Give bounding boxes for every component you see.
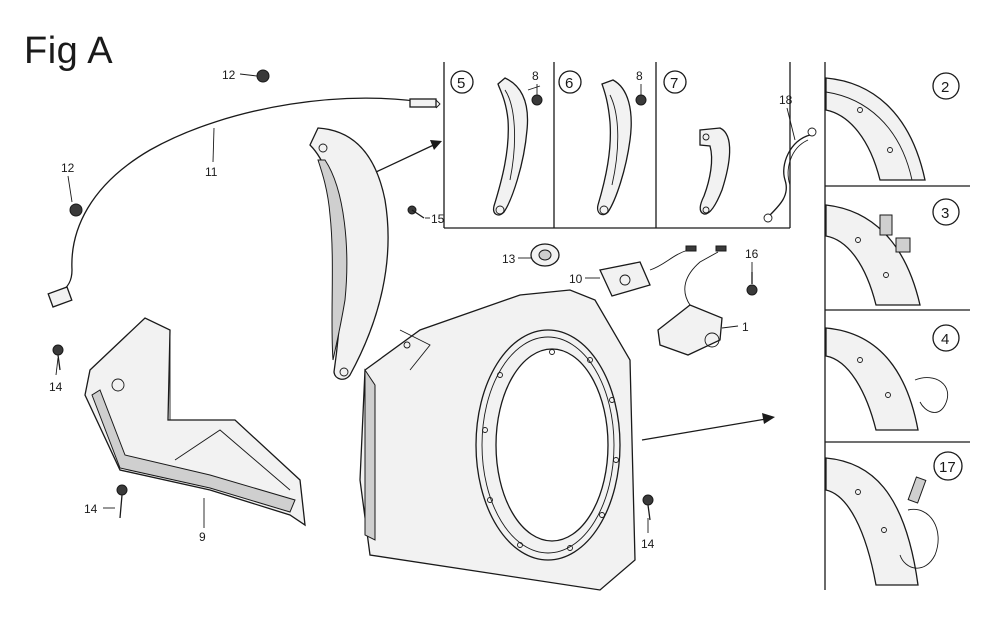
- bolt-16: [746, 272, 758, 296]
- housing-detail-17: [825, 457, 939, 586]
- housing-detail-3: [825, 204, 921, 306]
- recoil-guide-variant-6: [596, 79, 647, 216]
- housing-detail-2: [825, 77, 926, 181]
- callout-18: 18: [779, 93, 793, 107]
- control-cable: [47, 69, 441, 308]
- inset-label-2: 2: [932, 72, 960, 100]
- bolt-14-left-bottom: [116, 484, 128, 519]
- callout-14-left-bottom: 14: [84, 502, 98, 516]
- recoil-guide-variant-5: [492, 77, 543, 216]
- callout-9: 9: [199, 530, 206, 544]
- inset-label-3: 3: [932, 198, 960, 226]
- bolt-14-left-top: [52, 344, 64, 371]
- inset-group-top: [443, 62, 791, 229]
- switch-10: [599, 245, 697, 297]
- inset-label-7: 7: [663, 70, 687, 94]
- svg-text:4: 4: [941, 331, 949, 348]
- inset-label-6: 6: [558, 70, 582, 94]
- housing-detail-4: [825, 327, 949, 431]
- callout-11: 11: [205, 165, 218, 179]
- inset-label-4: 4: [932, 324, 960, 352]
- callout-1: 1: [742, 320, 749, 334]
- callout-15: 15: [431, 212, 445, 226]
- figure-title: Fig A: [24, 30, 114, 72]
- inset-label-17: 17: [933, 451, 963, 481]
- bolt-14-right: [642, 494, 654, 521]
- grommet-13: [530, 243, 560, 267]
- svg-text:7: 7: [670, 75, 678, 92]
- inset-label-5: 5: [450, 70, 474, 94]
- callout-8-inset5: 8: [532, 69, 539, 83]
- arrow-to-right-insets: [641, 413, 775, 441]
- inset-group-right: [824, 62, 970, 590]
- svg-text:3: 3: [941, 205, 949, 222]
- callout-8-inset6: 8: [636, 69, 643, 83]
- housing-bolt-holes: [482, 349, 619, 551]
- lower-shroud-cover: [84, 317, 306, 527]
- lead-wire-18: [763, 127, 817, 223]
- svg-text:5: 5: [457, 75, 465, 92]
- callout-14-left-top: 14: [49, 380, 63, 394]
- recoil-guide: [309, 127, 389, 380]
- callout-14-right: 14: [641, 537, 655, 551]
- fan-housing: [359, 289, 636, 591]
- svg-text:6: 6: [565, 75, 573, 92]
- callout-12-top: 12: [222, 68, 236, 82]
- arrow-to-top-insets: [375, 140, 442, 173]
- callout-16: 16: [745, 247, 759, 261]
- leader-lines: [55, 73, 796, 533]
- svg-text:2: 2: [941, 79, 949, 96]
- callout-10: 10: [569, 272, 583, 286]
- callout-12-left: 12: [61, 161, 75, 175]
- svg-text:17: 17: [939, 459, 956, 476]
- callout-13: 13: [502, 252, 516, 266]
- switch-assembly-1: [657, 245, 727, 356]
- recoil-guide-variant-7: [699, 127, 731, 215]
- bolt-15: [407, 205, 425, 219]
